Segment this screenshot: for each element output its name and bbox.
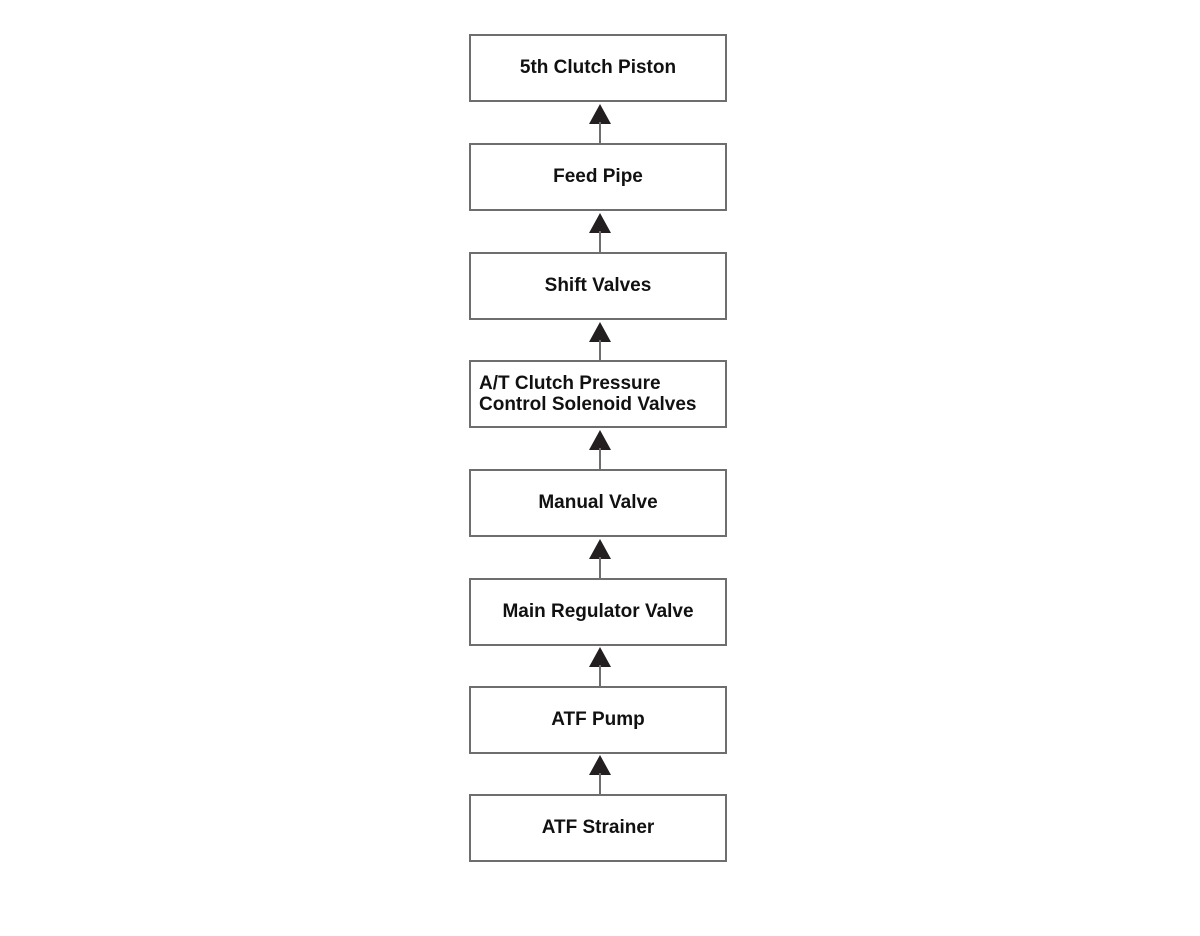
node-manual-valve: Manual Valve [469,469,727,537]
node-clutch-pressure-solenoid-valves: A/T Clutch Pressure Control Solenoid Val… [469,360,727,428]
node-label: Manual Valve [538,492,658,513]
flow-arrow-up-icon [589,755,611,795]
node-shift-valves: Shift Valves [469,252,727,320]
node-label: ATF Strainer [541,817,655,838]
node-label-line-1: A/T Clutch Pressure [479,373,661,394]
flow-arrow-up-icon [589,430,611,470]
flow-arrow-up-icon [589,539,611,579]
flow-arrow-up-icon [589,213,611,253]
node-label: Feed Pipe [553,166,643,187]
flow-arrow-up-icon [589,322,611,362]
node-label: Shift Valves [544,275,652,296]
flow-arrow-up-icon [589,104,611,144]
node-atf-strainer: ATF Strainer [469,794,727,862]
flow-arrow-up-icon [589,647,611,687]
node-feed-pipe: Feed Pipe [469,143,727,211]
node-label: ATF Pump [551,709,645,730]
node-5th-clutch-piston: 5th Clutch Piston [469,34,727,102]
node-atf-pump: ATF Pump [469,686,727,754]
node-label-line-2: Control Solenoid Valves [479,394,697,415]
node-label: 5th Clutch Piston [519,57,677,78]
node-label: Main Regulator Valve [502,601,694,622]
node-main-regulator-valve: Main Regulator Valve [469,578,727,646]
